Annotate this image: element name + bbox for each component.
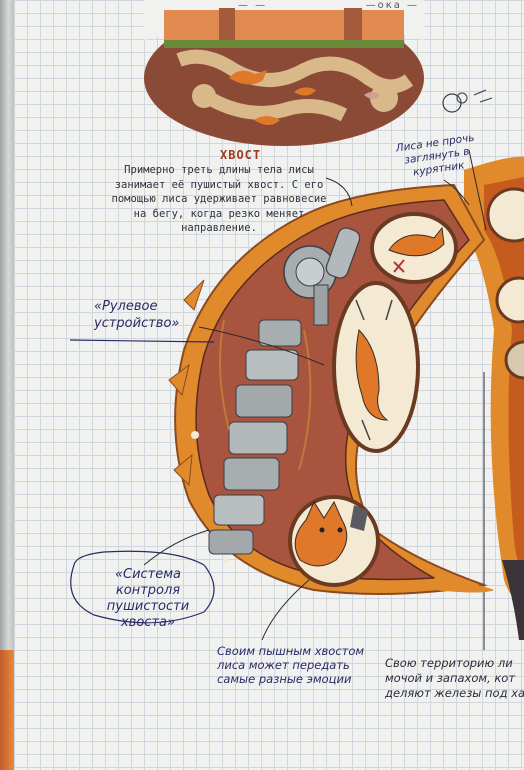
tail-mechanism [191,227,361,563]
callout-territory: Свою территорию ли мочой и запахом, кот … [385,656,524,701]
section-title: ХВОСТ [220,148,262,162]
territory-line-1: Свою территорию ли [385,656,513,670]
page-edge [0,0,14,770]
steering-underline [69,339,215,343]
territory-line-2: мочой и запахом, кот [385,671,516,685]
top-scribble: — — —ока — [238,0,420,11]
fox-window-bottom [288,495,380,587]
doodle-bug [442,89,493,113]
territory-line-3: деляют железы под ха [385,686,524,700]
book-cover-edge [0,650,14,770]
leader-lines [143,177,470,641]
burrow-illustration [144,0,424,146]
illustration [69,0,524,650]
callout-emotions: Своим пышным хвостом лиса может передать… [217,644,365,686]
callout-steering: «Рулевое устройство» [94,298,179,332]
fox-body [464,149,524,650]
fluffiness-bubble [70,550,215,624]
fox-window-top [370,212,458,284]
tail-description: Примерно треть длины тела лисы занимает … [111,164,327,234]
callout-fluffiness: «Система контроля пушистости хвоста» [106,567,190,630]
fox-window-middle [332,281,420,453]
callout-steering-line-1: «Рулевое [94,299,158,314]
callout-steering-line-2: устройство» [94,316,180,331]
notebook-page: — — —ока — ХВОСТ Примерно треть длины те… [14,0,524,770]
